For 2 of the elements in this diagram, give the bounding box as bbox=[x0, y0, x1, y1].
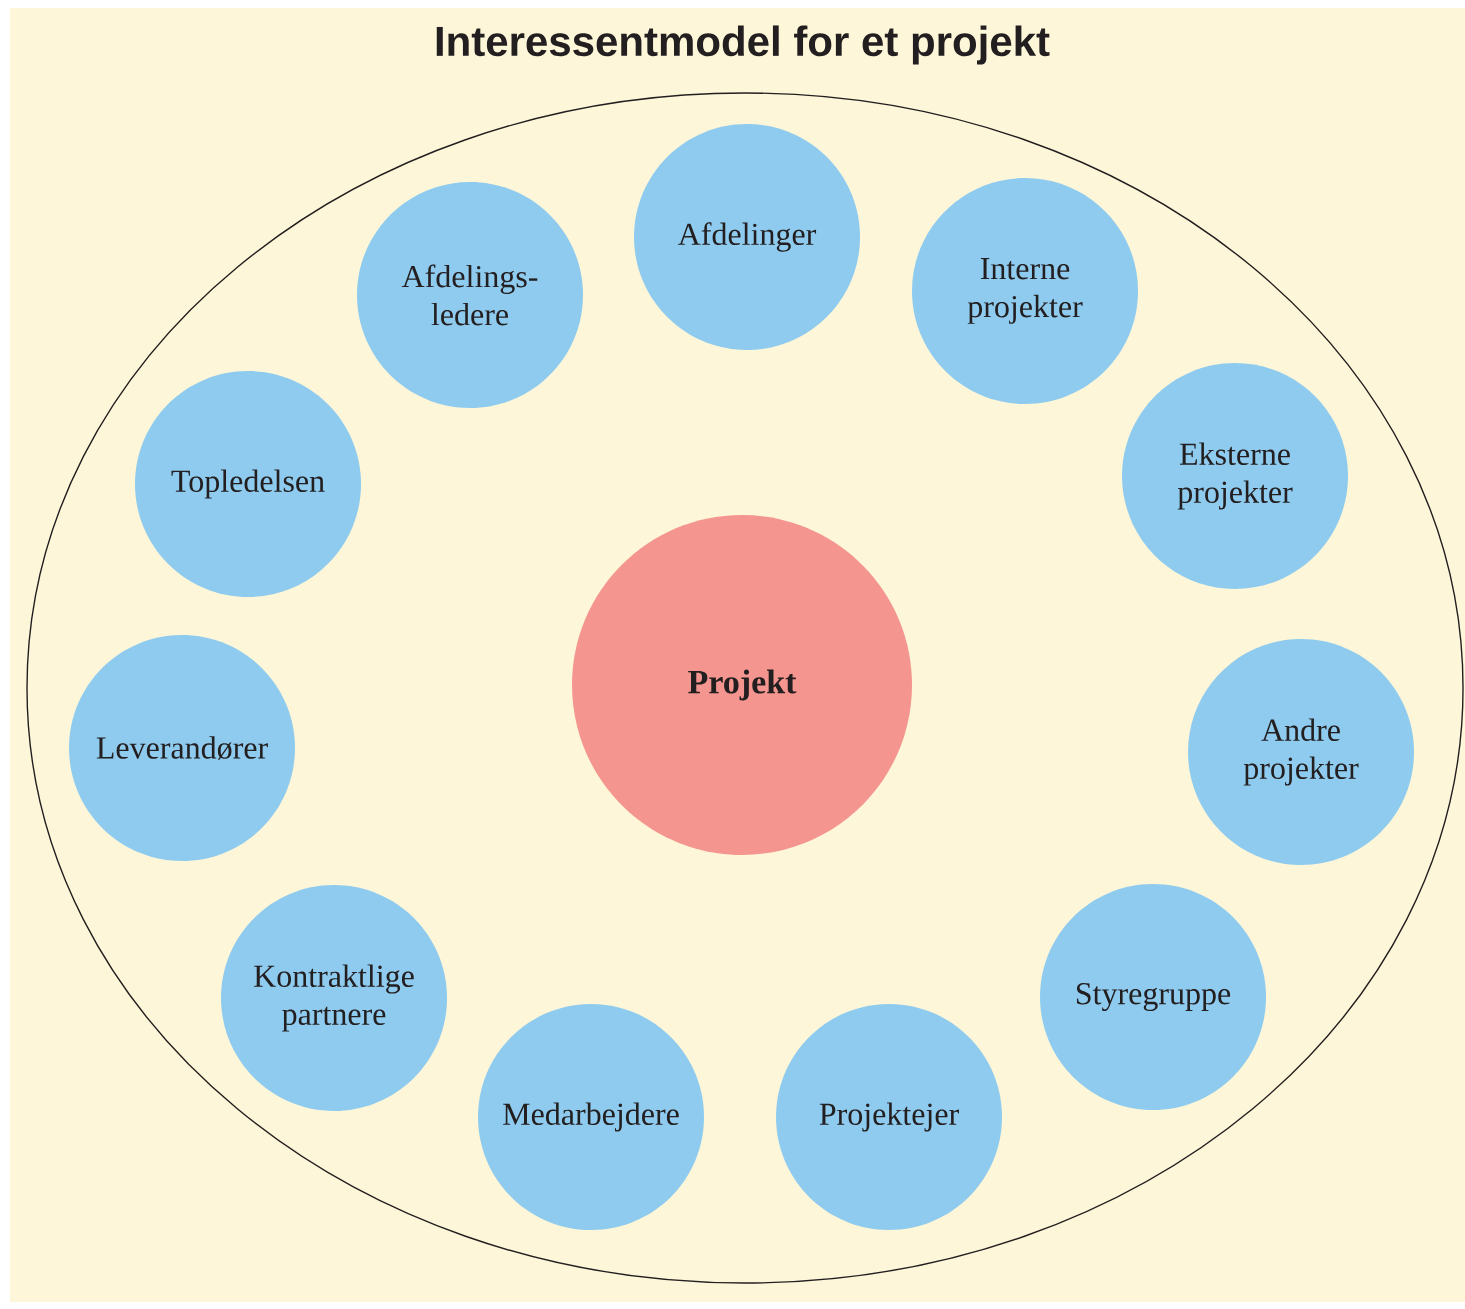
boundary-ellipse bbox=[26, 92, 1464, 1284]
title: Interessentmodel for et projekt bbox=[436, 25, 1050, 65]
